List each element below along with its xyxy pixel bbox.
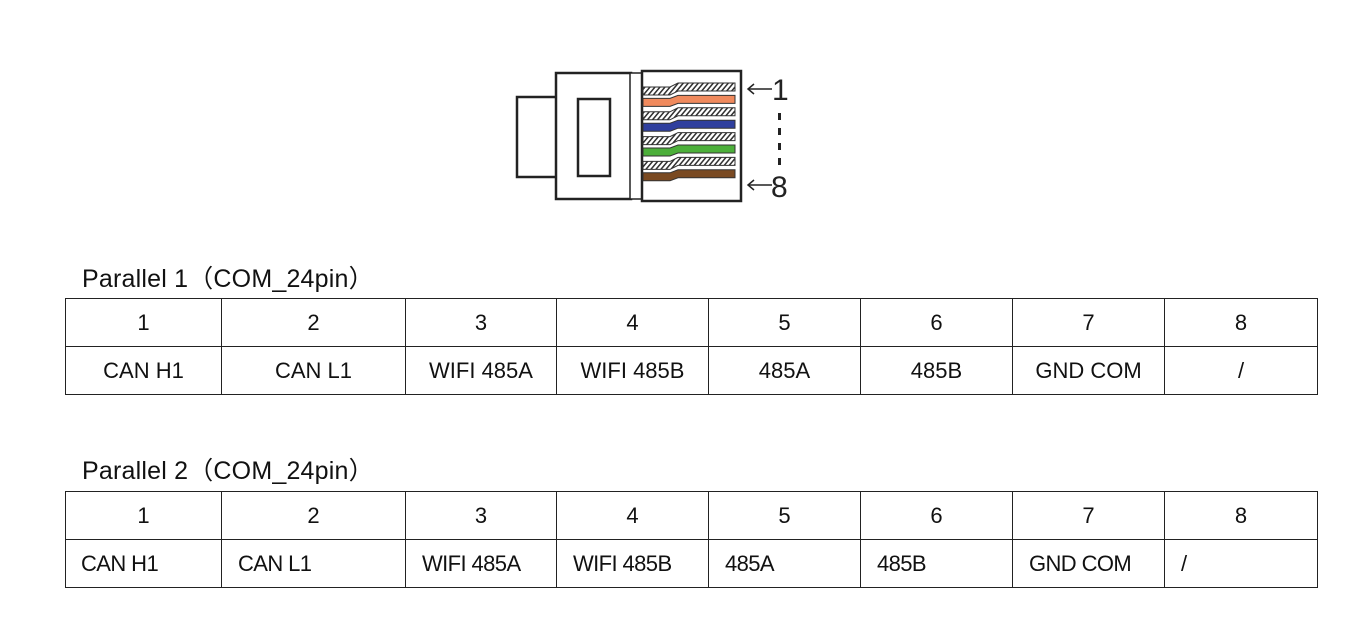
signal-name: / (1164, 539, 1318, 588)
signal-name: 485B (860, 346, 1013, 395)
pin-8-indicator: 8 (746, 171, 788, 204)
pin-1-indicator: 1 (746, 74, 789, 107)
pin-number-row: 1 2 3 4 5 6 7 8 (65, 298, 1318, 347)
signal-name: WIFI 485A (405, 539, 557, 588)
signal-name: CAN H1 (65, 346, 222, 395)
wire-pin-2 (642, 94, 736, 107)
pin-number-row: 1 2 3 4 5 6 7 8 (65, 491, 1318, 540)
wire-pin-5 (642, 132, 736, 146)
wire-pin-3 (642, 107, 736, 121)
signal-name: CAN L1 (221, 539, 406, 588)
signal-name: GND COM (1012, 346, 1165, 395)
pin-number: 2 (221, 491, 406, 540)
pin-number: 4 (556, 491, 709, 540)
signal-row: CAN H1 CAN L1 WIFI 485A WIFI 485B 485A 4… (65, 539, 1318, 588)
signal-name: WIFI 485B (556, 539, 709, 588)
plug-tail (515, 95, 559, 179)
plug-latch-window (576, 97, 612, 178)
signal-name: WIFI 485A (405, 346, 557, 395)
pin-8-label: 8 (771, 171, 788, 204)
signal-name: CAN H1 (65, 539, 222, 588)
signal-name: 485A (708, 346, 861, 395)
parallel-1-pin-table: 1 2 3 4 5 6 7 8 CAN H1 CAN L1 WIFI 485A … (65, 298, 1318, 395)
wire-pin-1 (642, 82, 736, 96)
signal-row: CAN H1 CAN L1 WIFI 485A WIFI 485B 485A 4… (65, 346, 1318, 395)
wire-pin-7 (642, 156, 736, 170)
pin-number: 5 (708, 491, 861, 540)
signal-name: 485A (708, 539, 861, 588)
pin-number: 8 (1164, 491, 1318, 540)
pin-number: 1 (65, 491, 222, 540)
plug-strip (629, 72, 643, 200)
pin-number: 4 (556, 298, 709, 347)
wire-pin-6 (642, 144, 736, 157)
pin-number: 2 (221, 298, 406, 347)
signal-name: GND COM (1012, 539, 1165, 588)
parallel-2-pin-table: 1 2 3 4 5 6 7 8 CAN H1 CAN L1 WIFI 485A … (65, 491, 1318, 588)
signal-name: CAN L1 (221, 346, 406, 395)
pin-1-label: 1 (772, 74, 789, 107)
parallel-2-title: Parallel 2（COM_24pin） (82, 457, 374, 485)
signal-name: WIFI 485B (556, 346, 709, 395)
pin-number: 7 (1012, 491, 1165, 540)
pin-range-dots (778, 113, 781, 165)
rj45-connector-diagram: 1 8 (515, 69, 789, 204)
wire-pin-8 (642, 169, 736, 182)
pin-number: 3 (405, 298, 557, 347)
pin-number: 3 (405, 491, 557, 540)
parallel-1-title: Parallel 1（COM_24pin） (82, 265, 374, 293)
pin-number: 5 (708, 298, 861, 347)
pin-number: 6 (860, 298, 1013, 347)
wire-pin-4 (642, 119, 736, 132)
signal-name: / (1164, 346, 1318, 395)
pin-number: 7 (1012, 298, 1165, 347)
signal-name: 485B (860, 539, 1013, 588)
pin-number: 1 (65, 298, 222, 347)
pin-number: 8 (1164, 298, 1318, 347)
pin-number: 6 (860, 491, 1013, 540)
